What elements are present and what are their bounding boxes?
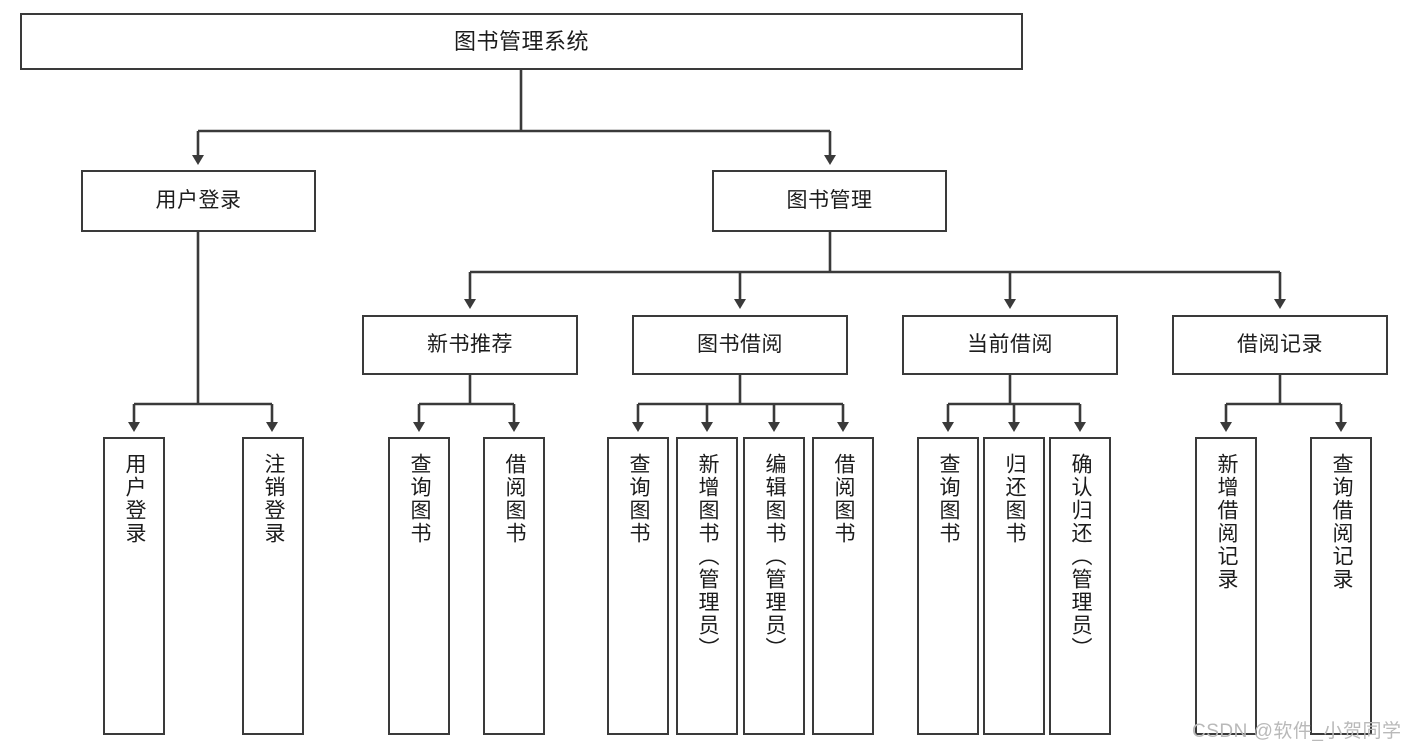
node-root-label: 图书管理系统 — [453, 28, 589, 54]
csdn-watermark: CSDN @软件_小贺同学 — [1192, 721, 1402, 742]
node-leaf-query-book-2[interactable]: 查询图书 — [607, 437, 669, 735]
node-new-book-rec[interactable]: 新书推荐 — [362, 315, 578, 375]
node-leaf-query-record-label: 查询借阅记录 — [1330, 453, 1354, 591]
node-leaf-query-book-1[interactable]: 查询图书 — [388, 437, 450, 735]
node-leaf-query-book-3[interactable]: 查询图书 — [917, 437, 979, 735]
node-leaf-borrow-book-1-label: 借阅图书 — [503, 453, 527, 545]
node-leaf-return-book-label: 归还图书 — [1003, 453, 1027, 545]
node-leaf-user-login[interactable]: 用户登录 — [103, 437, 165, 735]
node-leaf-borrow-book-2[interactable]: 借阅图书 — [812, 437, 874, 735]
node-leaf-confirm-return-label: 确认归还（管理员） — [1069, 453, 1093, 660]
node-leaf-borrow-book-2-label: 借阅图书 — [832, 453, 856, 545]
node-current-borrow-label: 当前借阅 — [967, 332, 1053, 356]
node-leaf-add-record-label: 新增借阅记录 — [1215, 453, 1239, 591]
node-borrow-record-label: 借阅记录 — [1237, 332, 1323, 356]
node-leaf-confirm-return[interactable]: 确认归还（管理员） — [1049, 437, 1111, 735]
node-book-borrow[interactable]: 图书借阅 — [632, 315, 848, 375]
node-leaf-query-book-3-label: 查询图书 — [937, 453, 961, 545]
node-leaf-user-logout-label: 注销登录 — [262, 453, 286, 545]
node-leaf-add-book[interactable]: 新增图书（管理员） — [676, 437, 738, 735]
node-leaf-user-logout[interactable]: 注销登录 — [242, 437, 304, 735]
node-leaf-add-record[interactable]: 新增借阅记录 — [1195, 437, 1257, 735]
node-leaf-edit-book-label: 编辑图书（管理员） — [763, 453, 787, 660]
node-new-book-rec-label: 新书推荐 — [427, 332, 513, 356]
node-leaf-query-record[interactable]: 查询借阅记录 — [1310, 437, 1372, 735]
node-book-manage-label: 图书管理 — [786, 188, 873, 212]
node-leaf-user-login-label: 用户登录 — [123, 453, 147, 545]
node-leaf-query-book-2-label: 查询图书 — [627, 453, 651, 545]
node-borrow-record[interactable]: 借阅记录 — [1172, 315, 1388, 375]
node-user-login[interactable]: 用户登录 — [81, 170, 316, 232]
node-book-borrow-label: 图书借阅 — [697, 332, 783, 356]
node-user-login-label: 用户登录 — [155, 188, 242, 212]
node-leaf-return-book[interactable]: 归还图书 — [983, 437, 1045, 735]
node-book-manage[interactable]: 图书管理 — [712, 170, 947, 232]
node-leaf-add-book-label: 新增图书（管理员） — [696, 453, 720, 660]
node-leaf-borrow-book-1[interactable]: 借阅图书 — [483, 437, 545, 735]
node-leaf-query-book-1-label: 查询图书 — [408, 453, 432, 545]
node-leaf-edit-book[interactable]: 编辑图书（管理员） — [743, 437, 805, 735]
node-current-borrow[interactable]: 当前借阅 — [902, 315, 1118, 375]
node-root[interactable]: 图书管理系统 — [20, 13, 1023, 70]
